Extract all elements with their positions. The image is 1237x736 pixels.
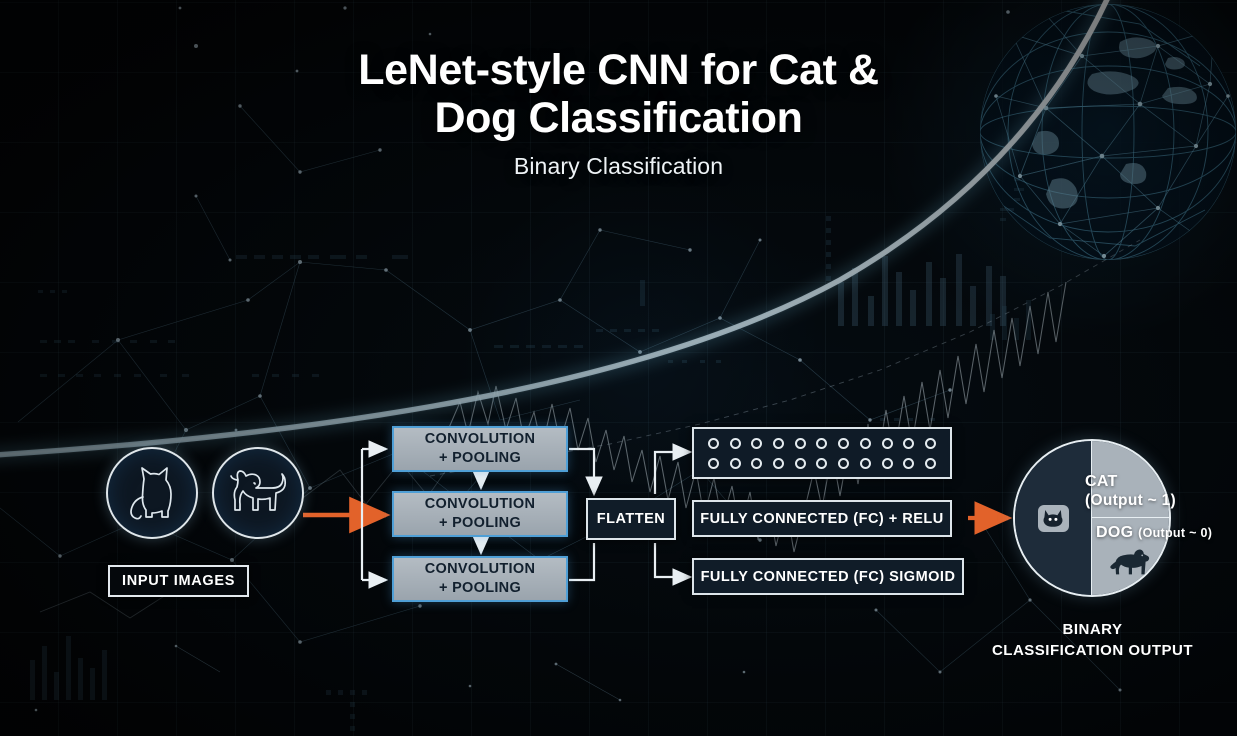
neuron xyxy=(924,457,936,469)
neuron xyxy=(816,457,828,469)
title-block: LeNet-style CNN for Cat & Dog Classifica… xyxy=(0,46,1237,180)
conv-block-1[interactable]: CONVOLUTION + POOLING xyxy=(392,426,568,472)
neuron xyxy=(794,457,806,469)
dog-outline-icon xyxy=(230,470,287,511)
neuron xyxy=(903,457,915,469)
input-images-label: INPUT IMAGES xyxy=(108,565,250,597)
neuron xyxy=(838,437,850,449)
fc-relu-block[interactable]: FULLY CONNECTED (FC) + RELU xyxy=(692,500,952,537)
page-subtitle: Binary Classification xyxy=(513,153,724,180)
cat-face-icon xyxy=(1043,509,1063,527)
conv-block-2[interactable]: CONVOLUTION + POOLING xyxy=(392,491,568,537)
neuron xyxy=(859,457,871,469)
neuron xyxy=(881,437,893,449)
neuron xyxy=(708,457,719,469)
conv-block-1-line1: CONVOLUTION xyxy=(424,431,536,448)
input-dog-image xyxy=(212,447,304,539)
input-cat-image xyxy=(106,447,198,539)
output-dog-value: (Output ~ 0) xyxy=(1138,526,1213,540)
output-cat-value: (Output ~ 1) xyxy=(1085,491,1176,509)
neuron xyxy=(794,437,806,449)
page-title: LeNet-style CNN for Cat & Dog Classifica… xyxy=(0,46,1237,142)
conv-block-2-line1: CONVOLUTION xyxy=(424,496,536,513)
title-line-2: Dog Classification xyxy=(434,94,803,143)
neuron xyxy=(903,437,915,449)
neuron xyxy=(751,437,763,449)
neuron xyxy=(838,457,850,469)
neuron xyxy=(729,437,741,449)
output-dog-label: DOG xyxy=(1096,524,1134,541)
conv-block-3-line1: CONVOLUTION xyxy=(424,561,536,578)
neuron-grid-block[interactable] xyxy=(692,427,952,479)
conv-block-3[interactable]: CONVOLUTION + POOLING xyxy=(392,556,568,602)
title-line-1: LeNet-style CNN for Cat & xyxy=(358,46,879,94)
cat-face-tile xyxy=(1037,504,1069,532)
flatten-block[interactable]: FLATTEN xyxy=(586,498,676,540)
neuron-row xyxy=(708,457,936,469)
neuron xyxy=(859,437,871,449)
conv-block-1-line2: + POOLING xyxy=(438,450,522,466)
neuron-row xyxy=(708,437,936,449)
neuron xyxy=(729,457,741,469)
neuron xyxy=(751,457,763,469)
output-cat-text: CAT (Output ~ 1) xyxy=(1085,473,1235,510)
output-cat-label: CAT xyxy=(1085,473,1118,490)
output-caption-line1: BINARY xyxy=(1062,621,1123,638)
output-cat-sector xyxy=(1092,441,1169,518)
neuron xyxy=(881,457,893,469)
conv-block-3-line2: + POOLING xyxy=(438,580,522,596)
neuron xyxy=(773,437,785,449)
cat-outline-icon xyxy=(130,467,172,520)
output-dog-sector xyxy=(1092,518,1169,595)
binary-output-circle[interactable] xyxy=(1013,439,1171,597)
dog-silhouette-icon xyxy=(1109,548,1149,574)
neuron xyxy=(708,437,719,449)
fc-sigmoid-label: FULLY CONNECTED (FC) SIGMOID xyxy=(692,558,964,595)
fc-relu-label: FULLY CONNECTED (FC) + RELU xyxy=(692,500,952,537)
conv-block-2-line2: + POOLING xyxy=(438,515,522,531)
input-images-label-text: INPUT IMAGES xyxy=(108,565,250,597)
output-dog-text: DOG (Output ~ 0) xyxy=(1096,524,1212,542)
output-cat-half xyxy=(1015,441,1092,595)
fc-sigmoid-block[interactable]: FULLY CONNECTED (FC) SIGMOID xyxy=(692,558,964,595)
neuron xyxy=(816,437,828,449)
output-caption-line2: CLASSIFICATION OUTPUT xyxy=(991,641,1194,659)
neuron xyxy=(924,437,936,449)
flatten-label: FLATTEN xyxy=(586,498,676,540)
output-caption: BINARY CLASSIFICATION OUTPUT xyxy=(960,620,1225,661)
neuron xyxy=(773,457,785,469)
